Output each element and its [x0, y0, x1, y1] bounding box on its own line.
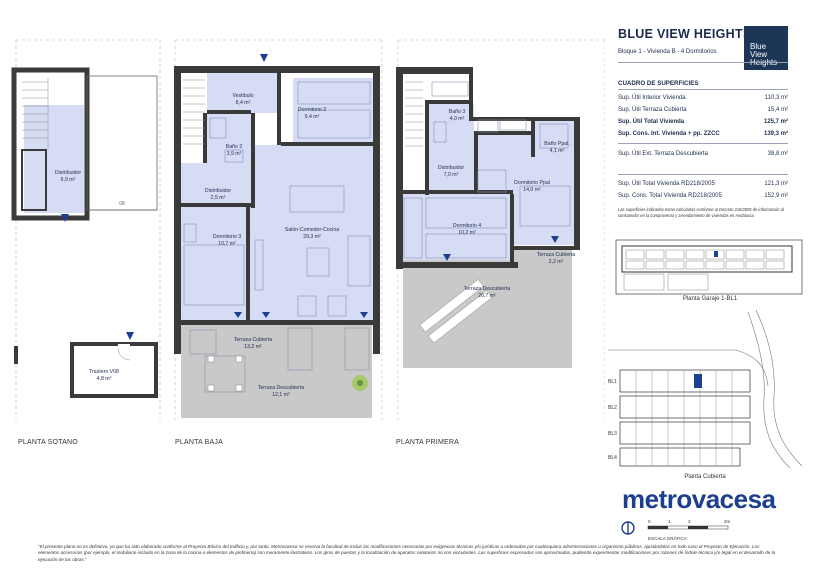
bano-ppal-name: Baño Ppal. — [544, 141, 569, 147]
key-plan-cubierta: BL1 BL2 BL3 BL4 — [608, 309, 803, 469]
scale-bar: 0 1 2 3m — [621, 519, 731, 535]
dormitorio4-area: 10,2 m² — [458, 230, 476, 236]
surfaces-note: Las superficies indicadas están calculad… — [618, 207, 784, 218]
project-title: BLUE VIEW HEIGHTS — [618, 27, 752, 41]
scale-tick: 1 — [668, 519, 671, 524]
key-plan-garaje-caption: Planta Garaje 1-BL1 — [682, 296, 738, 302]
dormitorio3-area: 10,7 m² — [218, 241, 236, 247]
distribuidor-primera-name: Distribuidor — [438, 165, 465, 171]
stairs-baja — [183, 79, 205, 145]
scale-label: ESCALA GRÁFICA — [648, 536, 687, 541]
terraza-desc-baja-name: Terraza Descubierta — [258, 385, 305, 391]
salon-area: 29,3 m² — [303, 234, 321, 240]
distribuidor-baja-name: Distribuidor — [205, 188, 232, 194]
furniture-primera — [403, 81, 571, 259]
terraza-cub-primera-area: 2,2 m² — [549, 259, 564, 265]
block-label: BL4 — [608, 455, 617, 461]
surfaces-title: CUADRO DE SUPERFICIES — [618, 80, 699, 87]
guide-lines — [15, 39, 605, 420]
stairs-sotano — [22, 78, 49, 150]
baja-walls — [174, 66, 380, 354]
logo-line: View — [750, 50, 768, 59]
stairs-primera — [405, 81, 423, 147]
terraza-baja-fill — [181, 322, 372, 418]
divider — [618, 174, 788, 175]
entry-arrow-icon — [443, 236, 559, 261]
project-subtitle: Bloque 1 - Vivienda B - 4 Dormitorios — [618, 49, 717, 55]
primera-walls — [396, 67, 580, 269]
vestibulo-area: 8,4 m² — [236, 100, 251, 106]
garage-space — [86, 75, 158, 211]
distribuidor-primera-area: 7,0 m² — [444, 172, 459, 178]
entry-arrow-icon — [234, 54, 368, 318]
legal-disclaimer: "El presente plano no es definitivo, ya … — [38, 544, 776, 562]
distribuidor-sotano-name: Distribuidor — [55, 170, 82, 176]
bano3-area: 4,0 m² — [450, 116, 465, 122]
plan-name-baja: PLANTA BAJA — [175, 439, 223, 446]
scale-tick: 0 — [648, 519, 651, 524]
plan-name-sotano: PLANTA SOTANO — [18, 439, 78, 446]
key-plan-cubierta-caption: Planta Cubierta — [684, 474, 726, 480]
plan-baja: Vestibulo 8,4 m² Dormitorio 2 9,4 m² Bañ… — [174, 54, 380, 418]
plan-primera: Baño 3 4,0 m² Baño Ppal. 4,1 m² Distribu… — [396, 67, 580, 368]
block-label: BL1 — [608, 379, 617, 385]
trastero-name: Trastero V08 — [89, 369, 119, 375]
salon-name: Salón-Comedor-Cocina — [285, 227, 339, 233]
furniture-baja — [183, 81, 371, 393]
terraza-cub-baja-area: 13,2 m² — [244, 344, 262, 350]
bano-ppal-area: 4,1 m² — [550, 148, 565, 154]
key-plan-garaje — [615, 239, 803, 295]
brand-logo: metrovacesa — [622, 484, 776, 514]
unit-marker — [694, 374, 702, 388]
unit-marker — [714, 251, 718, 257]
sotano-inner-wall — [21, 149, 47, 211]
project-logo: Blue View Heights — [744, 26, 788, 70]
entry-arrow-icon — [61, 214, 69, 222]
terraza-desc-primera-name: Terraza Descubierta — [464, 286, 511, 292]
door-swing-icon — [117, 347, 131, 361]
dormitorio3-name: Dormitorio 3 — [213, 234, 241, 240]
logo-line: Blue — [750, 42, 767, 51]
dormitorio2-name: Dormitorio 2 — [298, 107, 326, 113]
bano2-name: Baño 2 — [226, 144, 243, 150]
divider — [618, 143, 788, 144]
distribuidor-baja-area: 2,5 m² — [211, 195, 226, 201]
dormitorio-ppal-area: 14,0 m² — [523, 187, 541, 193]
divider — [618, 62, 788, 63]
entry-arrow-icon — [126, 332, 134, 340]
logo-line: Heights — [750, 59, 777, 67]
plan-sotano: 08 Distribuidor 6,9 m² Trastero V08 4,8 … — [11, 67, 158, 398]
trastero-walls — [70, 342, 158, 398]
terraza-cub-baja-name: Terraza Cubierta — [234, 337, 272, 343]
scale-tick: 3m — [724, 519, 731, 524]
block-label: BL3 — [608, 431, 617, 437]
dormitorio4-name: Dormitorio 4 — [453, 223, 481, 229]
trastero-area: 4,8 m² — [97, 376, 112, 382]
block-label: BL2 — [608, 405, 617, 411]
bano2-area: 3,9 m² — [227, 151, 242, 157]
dormitorio2-area: 9,4 m² — [305, 114, 320, 120]
distribuidor-sotano-area: 6,9 m² — [61, 177, 76, 183]
sun-loungers — [419, 278, 493, 344]
plan-name-primera: PLANTA PRIMERA — [396, 439, 459, 446]
bano3-name: Baño 3 — [449, 109, 466, 115]
garage-number: 08 — [119, 201, 125, 207]
scale-tick: 2 — [688, 519, 691, 524]
vestibulo-name: Vestibulo — [232, 93, 253, 99]
divider — [618, 89, 788, 90]
terraza-desc-primera-area: 26,7 m² — [478, 293, 496, 299]
distribuidor-sotano-fill — [24, 105, 84, 213]
terraza-cub-primera-name: Terraza Cubierta — [537, 252, 575, 258]
floor-plans: 08 Distribuidor 6,9 m² Trastero V08 4,8 … — [11, 39, 605, 420]
terraza-desc-baja-area: 12,1 m² — [272, 392, 290, 398]
dormitorio-ppal-name: Dormitorio Ppal — [514, 180, 550, 186]
